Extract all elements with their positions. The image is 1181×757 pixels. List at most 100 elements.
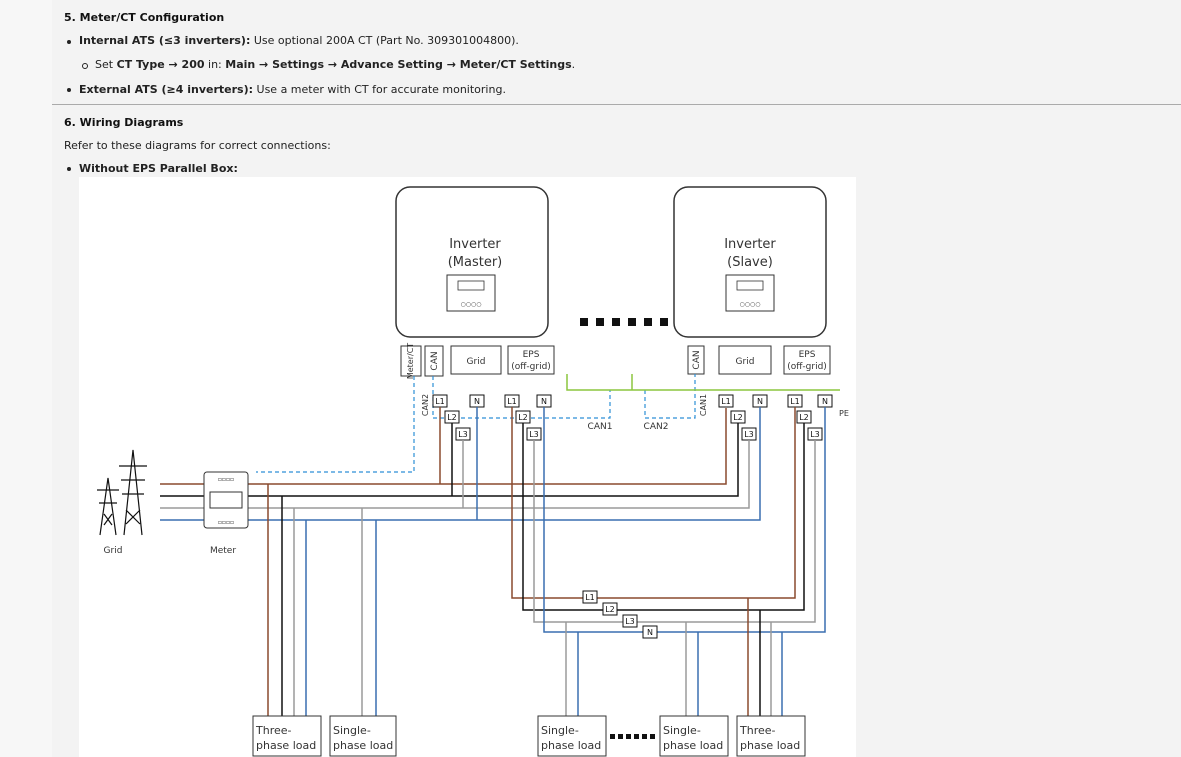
external-ats-label: External ATS (≥4 inverters): bbox=[79, 83, 254, 96]
pe-line bbox=[566, 374, 840, 391]
set-in: in: bbox=[204, 58, 226, 71]
svg-text:N: N bbox=[541, 397, 547, 406]
svg-text:phase load: phase load bbox=[256, 739, 316, 752]
single-phase-load-grid: Single- phase load bbox=[329, 715, 397, 757]
can2-label-master: CAN2 bbox=[421, 394, 430, 416]
svg-text:L1: L1 bbox=[721, 397, 731, 406]
svg-text:○○○○: ○○○○ bbox=[740, 301, 761, 308]
svg-text:phase load: phase load bbox=[740, 739, 800, 752]
ct-type-setting-line: Set CT Type → 200 in: Main → Settings → … bbox=[95, 58, 575, 71]
ellipsis-squares bbox=[580, 318, 668, 326]
svg-text:N: N bbox=[822, 397, 828, 406]
grid-pylon-icon bbox=[97, 449, 147, 536]
svg-text:phase load: phase load bbox=[541, 739, 601, 752]
without-eps-bullet: Without EPS Parallel Box: bbox=[79, 162, 238, 175]
section-divider bbox=[52, 104, 1181, 105]
eps-port-slave-1: EPS bbox=[799, 350, 816, 360]
can-bus-lines bbox=[256, 374, 696, 473]
master-title-1: Inverter bbox=[449, 237, 501, 252]
wiring-intro: Refer to these diagrams for correct conn… bbox=[64, 139, 331, 152]
meter-ct-port: Meter/CT bbox=[406, 343, 415, 379]
svg-text:L1: L1 bbox=[790, 397, 800, 406]
section-heading-meter-ct: 5. Meter/CT Configuration bbox=[64, 11, 225, 24]
svg-text:N: N bbox=[474, 397, 480, 406]
grid-bus bbox=[248, 407, 761, 521]
three-phase-load-eps: Three- phase load bbox=[736, 715, 806, 757]
internal-ats-text: Use optional 200A CT (Part No. 309301004… bbox=[250, 34, 519, 47]
settings-path: Main → Settings → Advance Setting → Mete… bbox=[225, 58, 572, 71]
svg-text:Single-: Single- bbox=[541, 724, 579, 737]
eps-load-drops bbox=[565, 598, 783, 716]
ct-type-value: CT Type → 200 bbox=[116, 58, 205, 71]
inverter-master: Inverter (Master) ○○○○ bbox=[395, 186, 549, 338]
svg-text:L2: L2 bbox=[518, 413, 528, 422]
svg-text:L2: L2 bbox=[447, 413, 457, 422]
pe-label: PE bbox=[839, 409, 849, 418]
svg-text:L2: L2 bbox=[799, 413, 809, 422]
eps-bus-terminals: L1 L2 L3 N bbox=[582, 590, 658, 639]
svg-text:L3: L3 bbox=[529, 430, 539, 439]
can1-label: CAN1 bbox=[588, 422, 613, 432]
slave-title-2: (Slave) bbox=[727, 255, 773, 270]
three-phase-load-grid: Three- phase load bbox=[252, 715, 322, 757]
svg-text:▫▫▫▫: ▫▫▫▫ bbox=[218, 476, 234, 483]
svg-text:L1: L1 bbox=[507, 397, 517, 406]
svg-text:Three-: Three- bbox=[255, 724, 292, 737]
inverter-slave: Inverter (Slave) ○○○○ bbox=[673, 186, 827, 338]
grid-port-master: Grid bbox=[467, 357, 486, 367]
svg-text:L1: L1 bbox=[435, 397, 445, 406]
grid-port-slave: Grid bbox=[736, 357, 755, 367]
svg-text:L1: L1 bbox=[585, 593, 595, 602]
bullet-dot bbox=[67, 40, 71, 44]
svg-text:L2: L2 bbox=[733, 413, 743, 422]
can2-label: CAN2 bbox=[644, 422, 669, 432]
master-ports: Meter/CT CAN Grid EPS (off-grid) bbox=[400, 343, 555, 379]
svg-text:○○○○: ○○○○ bbox=[461, 301, 482, 308]
can1-label-slave: CAN1 bbox=[699, 394, 708, 416]
can-port-master: CAN bbox=[430, 351, 440, 370]
svg-text:L2: L2 bbox=[605, 605, 615, 614]
svg-text:L3: L3 bbox=[625, 617, 635, 626]
can-port-slave: CAN bbox=[692, 350, 702, 369]
internal-ats-label: Internal ATS (≤3 inverters): bbox=[79, 34, 251, 47]
internal-ats-line: Internal ATS (≤3 inverters): Use optiona… bbox=[79, 34, 519, 47]
svg-text:L3: L3 bbox=[744, 430, 754, 439]
bullet-dot bbox=[67, 167, 71, 171]
meter-icon: ▫▫▫▫ ▫▫▫▫ bbox=[203, 471, 249, 529]
slave-terminals: L1 L2 L3 N L1 L2 L3 N bbox=[718, 394, 833, 441]
svg-text:L3: L3 bbox=[458, 430, 468, 439]
slave-title-1: Inverter bbox=[724, 237, 776, 252]
wiring-diagram-svg: Inverter (Master) ○○○○ Inverter (Slave) … bbox=[97, 186, 849, 757]
set-prefix: Set bbox=[95, 58, 117, 71]
svg-text:▫▫▫▫: ▫▫▫▫ bbox=[218, 519, 234, 526]
grid-label: Grid bbox=[104, 546, 123, 556]
grid-load-drops bbox=[267, 484, 377, 716]
svg-text:Single-: Single- bbox=[333, 724, 371, 737]
single-phase-load-eps-2: Single- phase load bbox=[659, 715, 729, 757]
eps-port-slave-2: (off-grid) bbox=[787, 362, 827, 372]
master-title-2: (Master) bbox=[448, 255, 503, 270]
svg-text:N: N bbox=[757, 397, 763, 406]
load-boxes: Three- phase load Single- phase load Sin… bbox=[252, 715, 806, 757]
eps-port-master-2: (off-grid) bbox=[511, 362, 551, 372]
external-ats-line: External ATS (≥4 inverters): Use a meter… bbox=[79, 83, 506, 96]
svg-text:Three-: Three- bbox=[739, 724, 776, 737]
set-end: . bbox=[571, 58, 576, 71]
svg-text:phase load: phase load bbox=[663, 739, 723, 752]
section-heading-wiring: 6. Wiring Diagrams bbox=[64, 116, 184, 129]
sub-bullet-circle bbox=[82, 63, 88, 69]
slave-ports: CAN Grid EPS (off-grid) bbox=[687, 345, 831, 375]
svg-text:Single-: Single- bbox=[663, 724, 701, 737]
external-ats-text: Use a meter with CT for accurate monitor… bbox=[253, 83, 506, 96]
svg-text:phase load: phase load bbox=[333, 739, 393, 752]
svg-text:N: N bbox=[647, 628, 653, 637]
master-terminals: L1 L2 L3 N L1 L2 L3 N bbox=[432, 394, 552, 441]
bullet-dot bbox=[67, 88, 71, 92]
single-phase-load-eps-1: Single- phase load bbox=[537, 715, 607, 757]
eps-bus bbox=[511, 407, 826, 633]
eps-port-master-1: EPS bbox=[523, 350, 540, 360]
load-ellipsis bbox=[610, 734, 655, 739]
grid-feed bbox=[160, 483, 204, 521]
meter-label: Meter bbox=[210, 546, 236, 556]
svg-text:L3: L3 bbox=[810, 430, 820, 439]
